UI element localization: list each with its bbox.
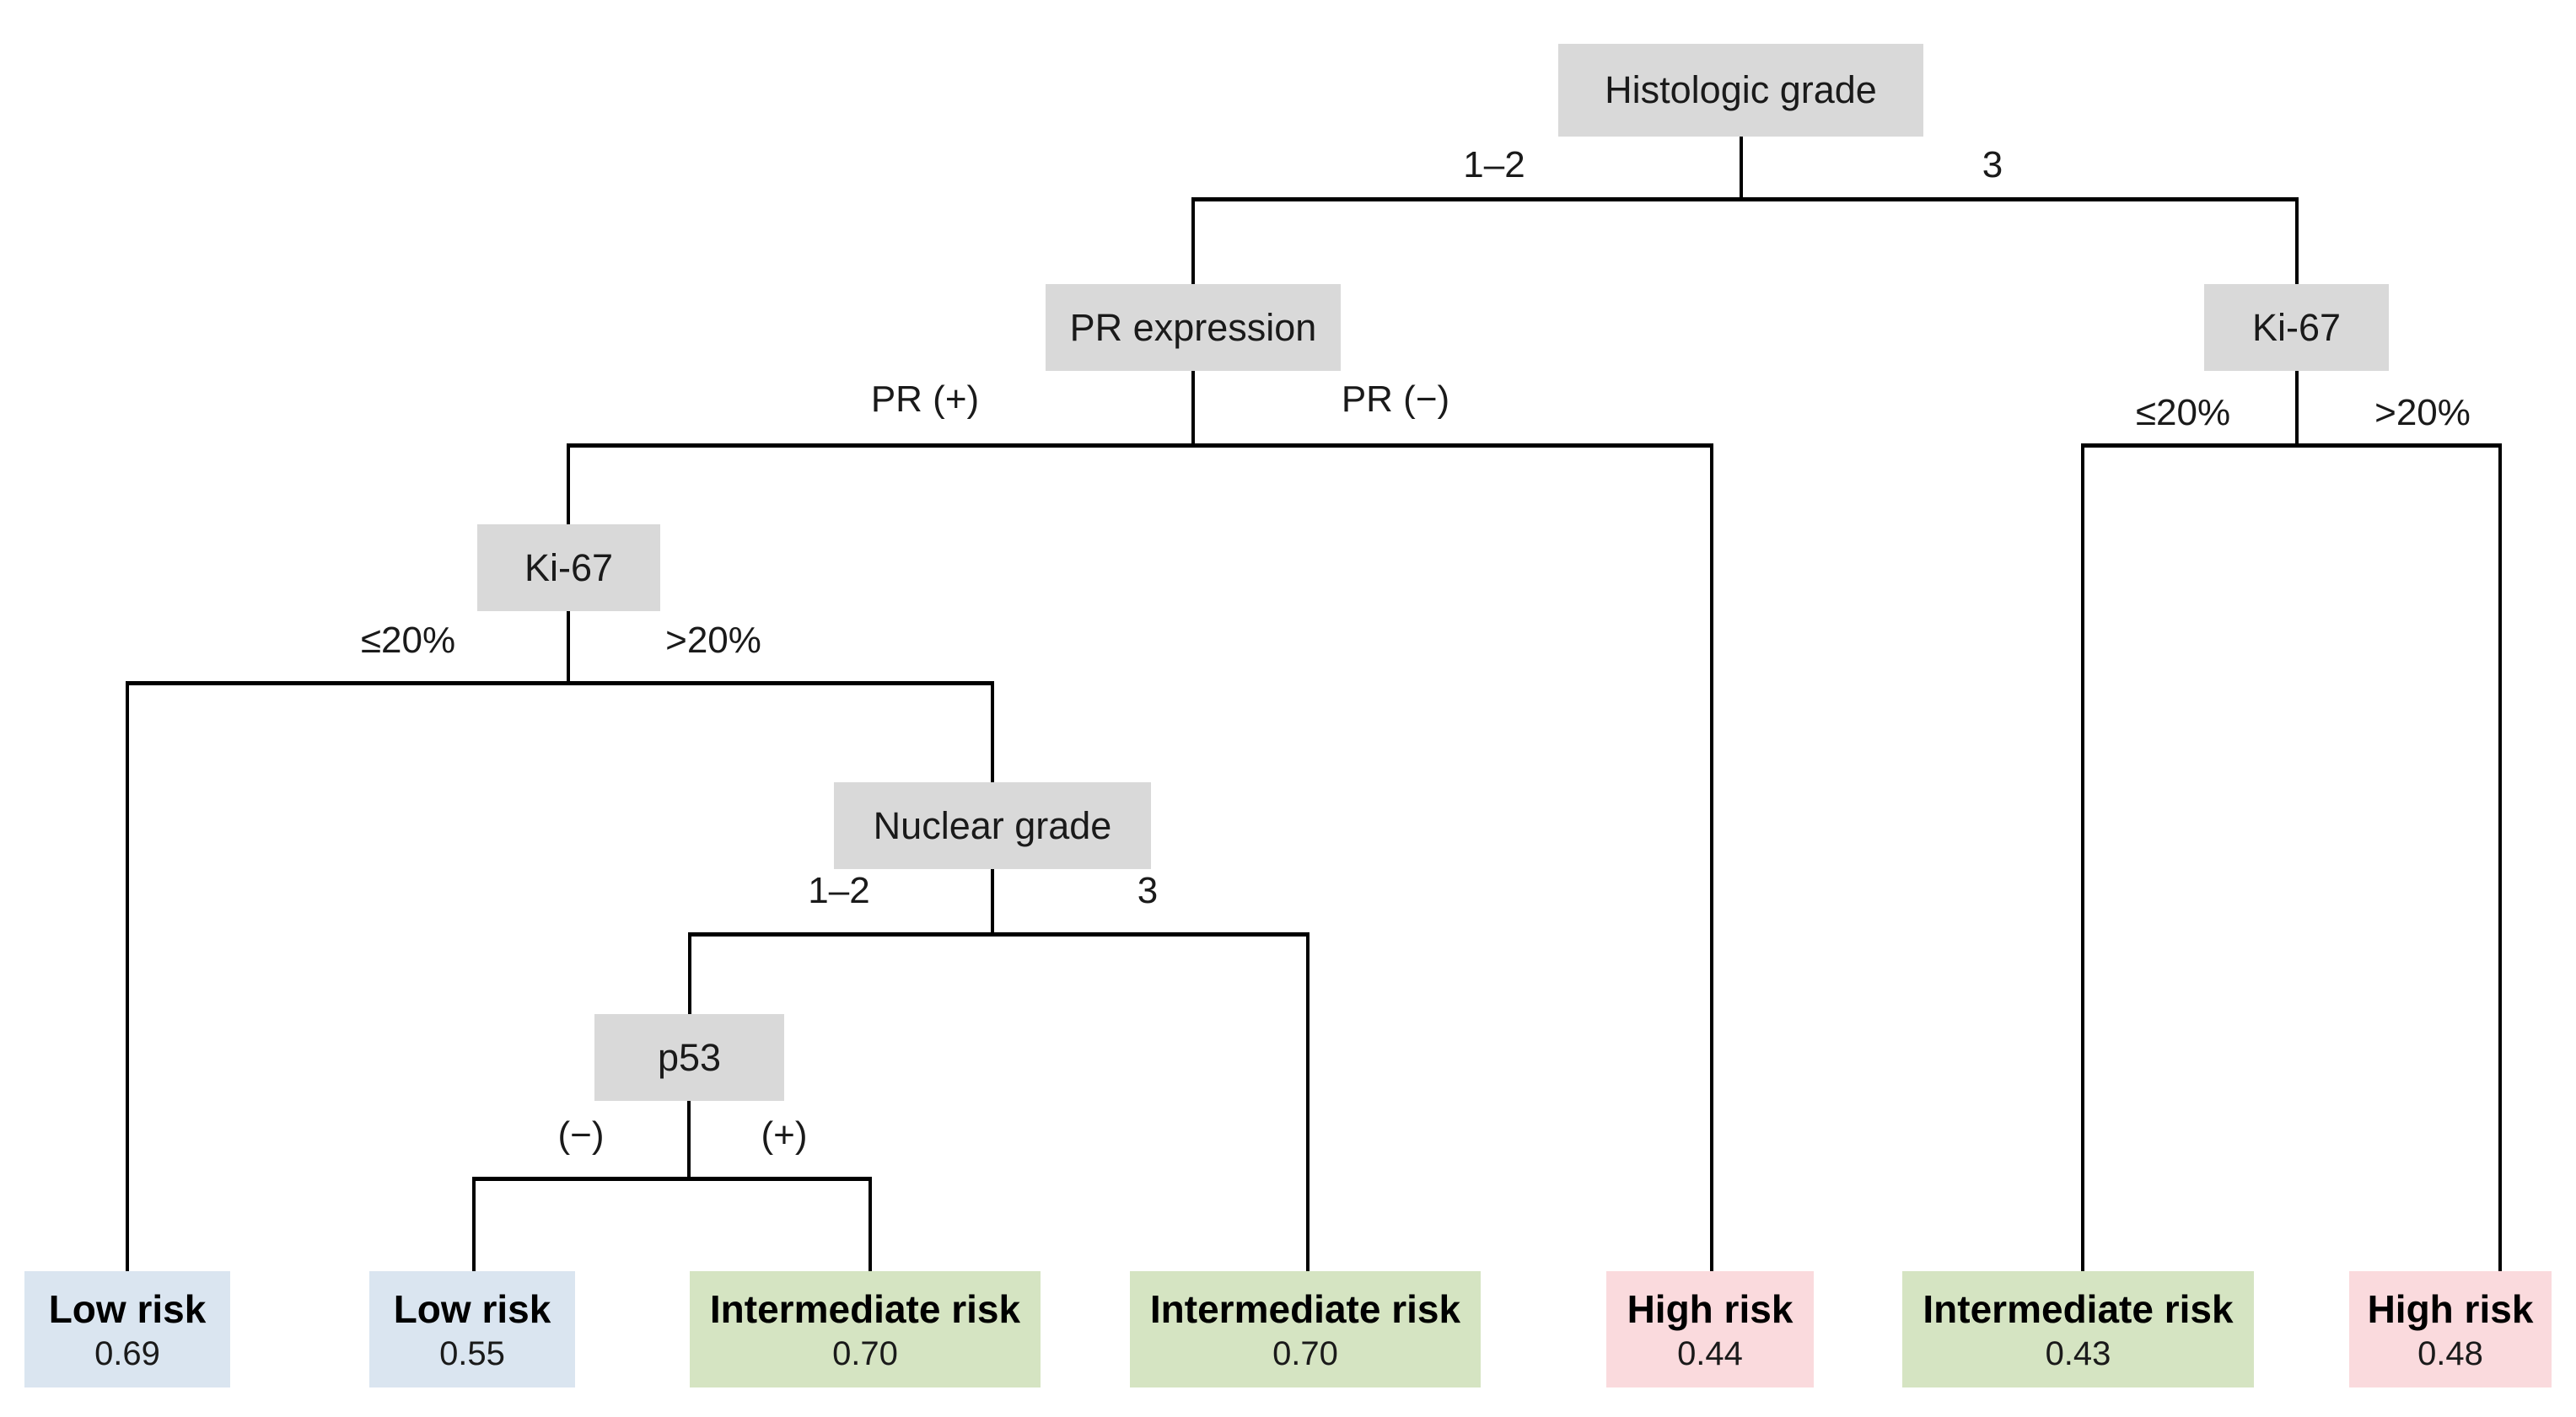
connector-drop-high-risk-048 <box>2498 443 2502 1271</box>
branch-label-p53-positive: (+) <box>761 1114 808 1156</box>
node-histologic-grade: Histologic grade <box>1558 44 1923 137</box>
branch-label-ki67-left-le20: ≤20% <box>360 620 456 661</box>
connector-nuclear-branch-line <box>688 932 1310 937</box>
branch-label-histologic-1-2: 1–2 <box>1463 144 1525 185</box>
leaf-intermediate-risk-070a-label: Intermediate risk <box>709 1286 1021 1331</box>
leaf-high-risk-044: High risk 0.44 <box>1606 1271 1814 1387</box>
leaf-low-risk-055: Low risk 0.55 <box>369 1271 575 1387</box>
branch-label-ki67-left-gt20: >20% <box>665 620 761 661</box>
node-nuclear-grade: Nuclear grade <box>834 782 1151 869</box>
connector-pr-stub <box>1191 371 1195 447</box>
leaf-high-risk-048-value: 0.48 <box>2417 1334 2483 1372</box>
node-ki67-left-label: Ki-67 <box>524 545 614 589</box>
branch-label-nuclear-1-2: 1–2 <box>808 870 870 911</box>
node-p53-label: p53 <box>657 1035 722 1079</box>
connector-ki67-right-stub <box>2295 371 2299 447</box>
connector-drop-high-risk-044 <box>1710 443 1713 1271</box>
leaf-high-risk-044-value: 0.44 <box>1677 1334 1743 1372</box>
connector-ki67-right-branch-line <box>2081 443 2502 448</box>
leaf-low-risk-069-value: 0.69 <box>94 1334 160 1372</box>
connector-ki67-left-stub <box>567 611 570 684</box>
branch-label-ki67-right-le20: ≤20% <box>2135 392 2231 433</box>
connector-drop-intermediate-070b <box>1306 932 1310 1271</box>
leaf-intermediate-risk-070a: Intermediate risk 0.70 <box>690 1271 1041 1387</box>
connector-p53-branch-line <box>472 1177 872 1181</box>
connector-drop-intermediate-070a <box>869 1177 872 1271</box>
node-pr-expression: PR expression <box>1046 284 1341 371</box>
node-p53: p53 <box>594 1014 784 1101</box>
leaf-high-risk-048: High risk 0.48 <box>2349 1271 2552 1387</box>
connector-drop-ki67-left <box>567 443 570 524</box>
leaf-low-risk-069-label: Low risk <box>48 1286 207 1331</box>
leaf-intermediate-risk-070b-label: Intermediate risk <box>1149 1286 1461 1331</box>
leaf-intermediate-risk-070a-value: 0.70 <box>832 1334 898 1372</box>
connector-drop-low-risk-055 <box>472 1177 476 1271</box>
leaf-high-risk-048-label: High risk <box>2367 1286 2534 1331</box>
leaf-intermediate-risk-043-value: 0.43 <box>2045 1334 2111 1372</box>
branch-label-p53-negative: (−) <box>557 1114 605 1156</box>
connector-drop-p53 <box>688 932 691 1014</box>
leaf-intermediate-risk-043: Intermediate risk 0.43 <box>1902 1271 2254 1387</box>
leaf-high-risk-044-label: High risk <box>1627 1286 1794 1331</box>
connector-ki67-left-branch-line <box>126 681 994 685</box>
connector-drop-low-risk-069 <box>126 681 129 1271</box>
leaf-intermediate-risk-070b: Intermediate risk 0.70 <box>1130 1271 1481 1387</box>
connector-nuclear-stub <box>991 869 994 936</box>
node-ki67-left: Ki-67 <box>477 524 660 611</box>
connector-pr-branch-line <box>567 443 1713 448</box>
node-pr-expression-label: PR expression <box>1069 305 1317 349</box>
connector-drop-nuclear-grade <box>991 681 994 782</box>
connector-drop-intermediate-043 <box>2081 443 2084 1271</box>
leaf-intermediate-risk-070b-value: 0.70 <box>1272 1334 1338 1372</box>
branch-label-histologic-3: 3 <box>1982 144 2003 185</box>
node-histologic-grade-label: Histologic grade <box>1605 68 1877 111</box>
node-nuclear-grade-label: Nuclear grade <box>873 803 1112 847</box>
connector-p53-stub <box>687 1101 691 1180</box>
branch-label-pr-positive: PR (+) <box>870 378 980 420</box>
branch-label-nuclear-3: 3 <box>1137 870 1159 911</box>
node-ki67-right-label: Ki-67 <box>2251 305 2342 349</box>
branch-label-pr-negative: PR (−) <box>1341 378 1450 420</box>
connector-drop-ki67-right <box>2295 197 2299 284</box>
node-ki67-right: Ki-67 <box>2204 284 2389 371</box>
leaf-intermediate-risk-043-label: Intermediate risk <box>1923 1286 2234 1331</box>
connector-drop-pr-expression <box>1191 197 1195 284</box>
leaf-low-risk-069: Low risk 0.69 <box>24 1271 230 1387</box>
branch-label-ki67-right-gt20: >20% <box>2374 392 2471 433</box>
connector-root-stub <box>1740 137 1743 199</box>
leaf-low-risk-055-label: Low risk <box>393 1286 551 1331</box>
connector-root-branch-line <box>1191 197 2299 201</box>
leaf-low-risk-055-value: 0.55 <box>439 1334 505 1372</box>
